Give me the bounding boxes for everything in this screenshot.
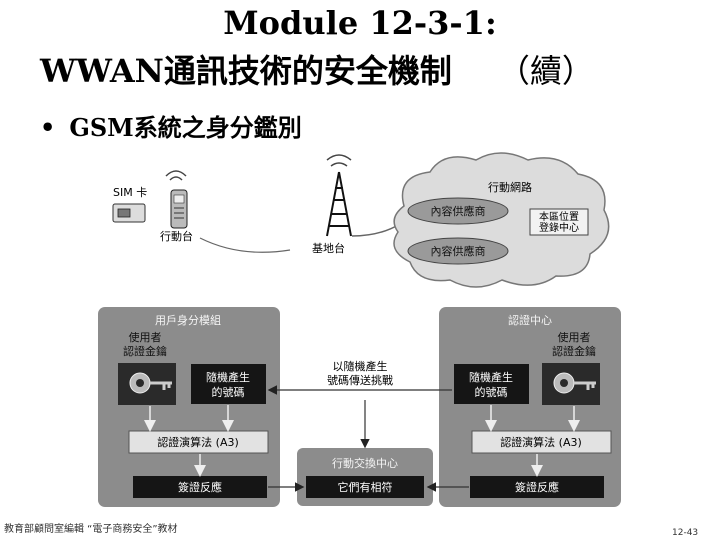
content-provider-1-label: 內容供應商 bbox=[431, 204, 486, 218]
center-random-label-line1: 隨機產生 bbox=[469, 370, 513, 384]
content-provider-2-label: 內容供應商 bbox=[431, 244, 486, 258]
content-provider-oval-2 bbox=[407, 237, 509, 265]
match-label: 它們有相符 bbox=[338, 480, 393, 494]
user-key-label-line2: 認證金鑰 bbox=[123, 344, 167, 358]
footer-source: 教育部顧問室編輯 “電子商務安全”教材 bbox=[4, 524, 178, 535]
center-signed-response-box bbox=[470, 476, 604, 498]
tower-to-network-link bbox=[351, 223, 401, 237]
auth-center-panel bbox=[439, 307, 621, 507]
user-signed-response-label: 簽證反應 bbox=[178, 480, 222, 494]
hlr-label-line2: 登錄中心 bbox=[539, 221, 579, 234]
key-icon bbox=[118, 363, 176, 405]
user-algorithm-label: 認證演算法 (A3) bbox=[157, 435, 239, 449]
center-random-number-box bbox=[454, 364, 529, 404]
continued-label: （續） bbox=[497, 52, 594, 90]
bullet-item: • GSM系統之身分鑑別 bbox=[40, 108, 302, 143]
user-algorithm-box bbox=[128, 430, 269, 454]
slide-subtitle: WWAN通訊技術的安全機制 （續） bbox=[40, 46, 594, 92]
base-station-tower-icon bbox=[326, 154, 352, 237]
user-module-panel bbox=[98, 307, 280, 507]
bullet-text: GSM系統之身分鑑別 bbox=[69, 113, 302, 142]
center-signed-response-label: 簽證反應 bbox=[515, 480, 559, 494]
sim-card-icon bbox=[112, 203, 146, 223]
phone-to-tower-link bbox=[199, 237, 291, 253]
user-key-label-line1: 使用者 bbox=[129, 331, 162, 344]
challenge-label-line1: 以隨機產生 bbox=[333, 359, 388, 373]
challenge-label-line2: 號碼傳送挑戰 bbox=[327, 373, 393, 387]
bullet-dot: • bbox=[40, 113, 56, 142]
hlr-label-line1: 本區位置 bbox=[539, 210, 579, 223]
match-box bbox=[306, 476, 424, 498]
page-number: 12-43 bbox=[672, 528, 699, 538]
base-station-label: 基地台 bbox=[312, 241, 345, 255]
center-key-label-line2: 認證金鑰 bbox=[552, 344, 596, 358]
center-key-label-line1: 使用者 bbox=[558, 331, 591, 344]
user-random-label-line2: 的號碼 bbox=[212, 385, 245, 399]
switching-center-title: 行動交換中心 bbox=[332, 456, 398, 470]
user-signed-response-box bbox=[133, 476, 267, 498]
mobile-station-label: 行動台 bbox=[160, 229, 193, 243]
content-provider-oval-1 bbox=[407, 197, 509, 225]
slide-title: Module 12-3-1: bbox=[223, 4, 497, 42]
center-random-label-line2: 的號碼 bbox=[475, 385, 508, 399]
user-random-label-line1: 隨機產生 bbox=[206, 370, 250, 384]
mobile-phone-icon bbox=[165, 170, 188, 229]
auth-center-title: 認證中心 bbox=[508, 313, 552, 327]
center-algorithm-box bbox=[471, 430, 612, 454]
slide-subtitle-text: WWAN通訊技術的安全機制 bbox=[40, 52, 452, 90]
user-random-number-box bbox=[191, 364, 266, 404]
home-location-register-box bbox=[529, 208, 589, 236]
sim-card-label: SIM 卡 bbox=[113, 186, 147, 199]
mobile-network-label: 行動網路 bbox=[488, 180, 532, 194]
center-algorithm-label: 認證演算法 (A3) bbox=[500, 435, 582, 449]
key-icon bbox=[542, 363, 600, 405]
user-module-title: 用戶身分模組 bbox=[155, 313, 221, 327]
